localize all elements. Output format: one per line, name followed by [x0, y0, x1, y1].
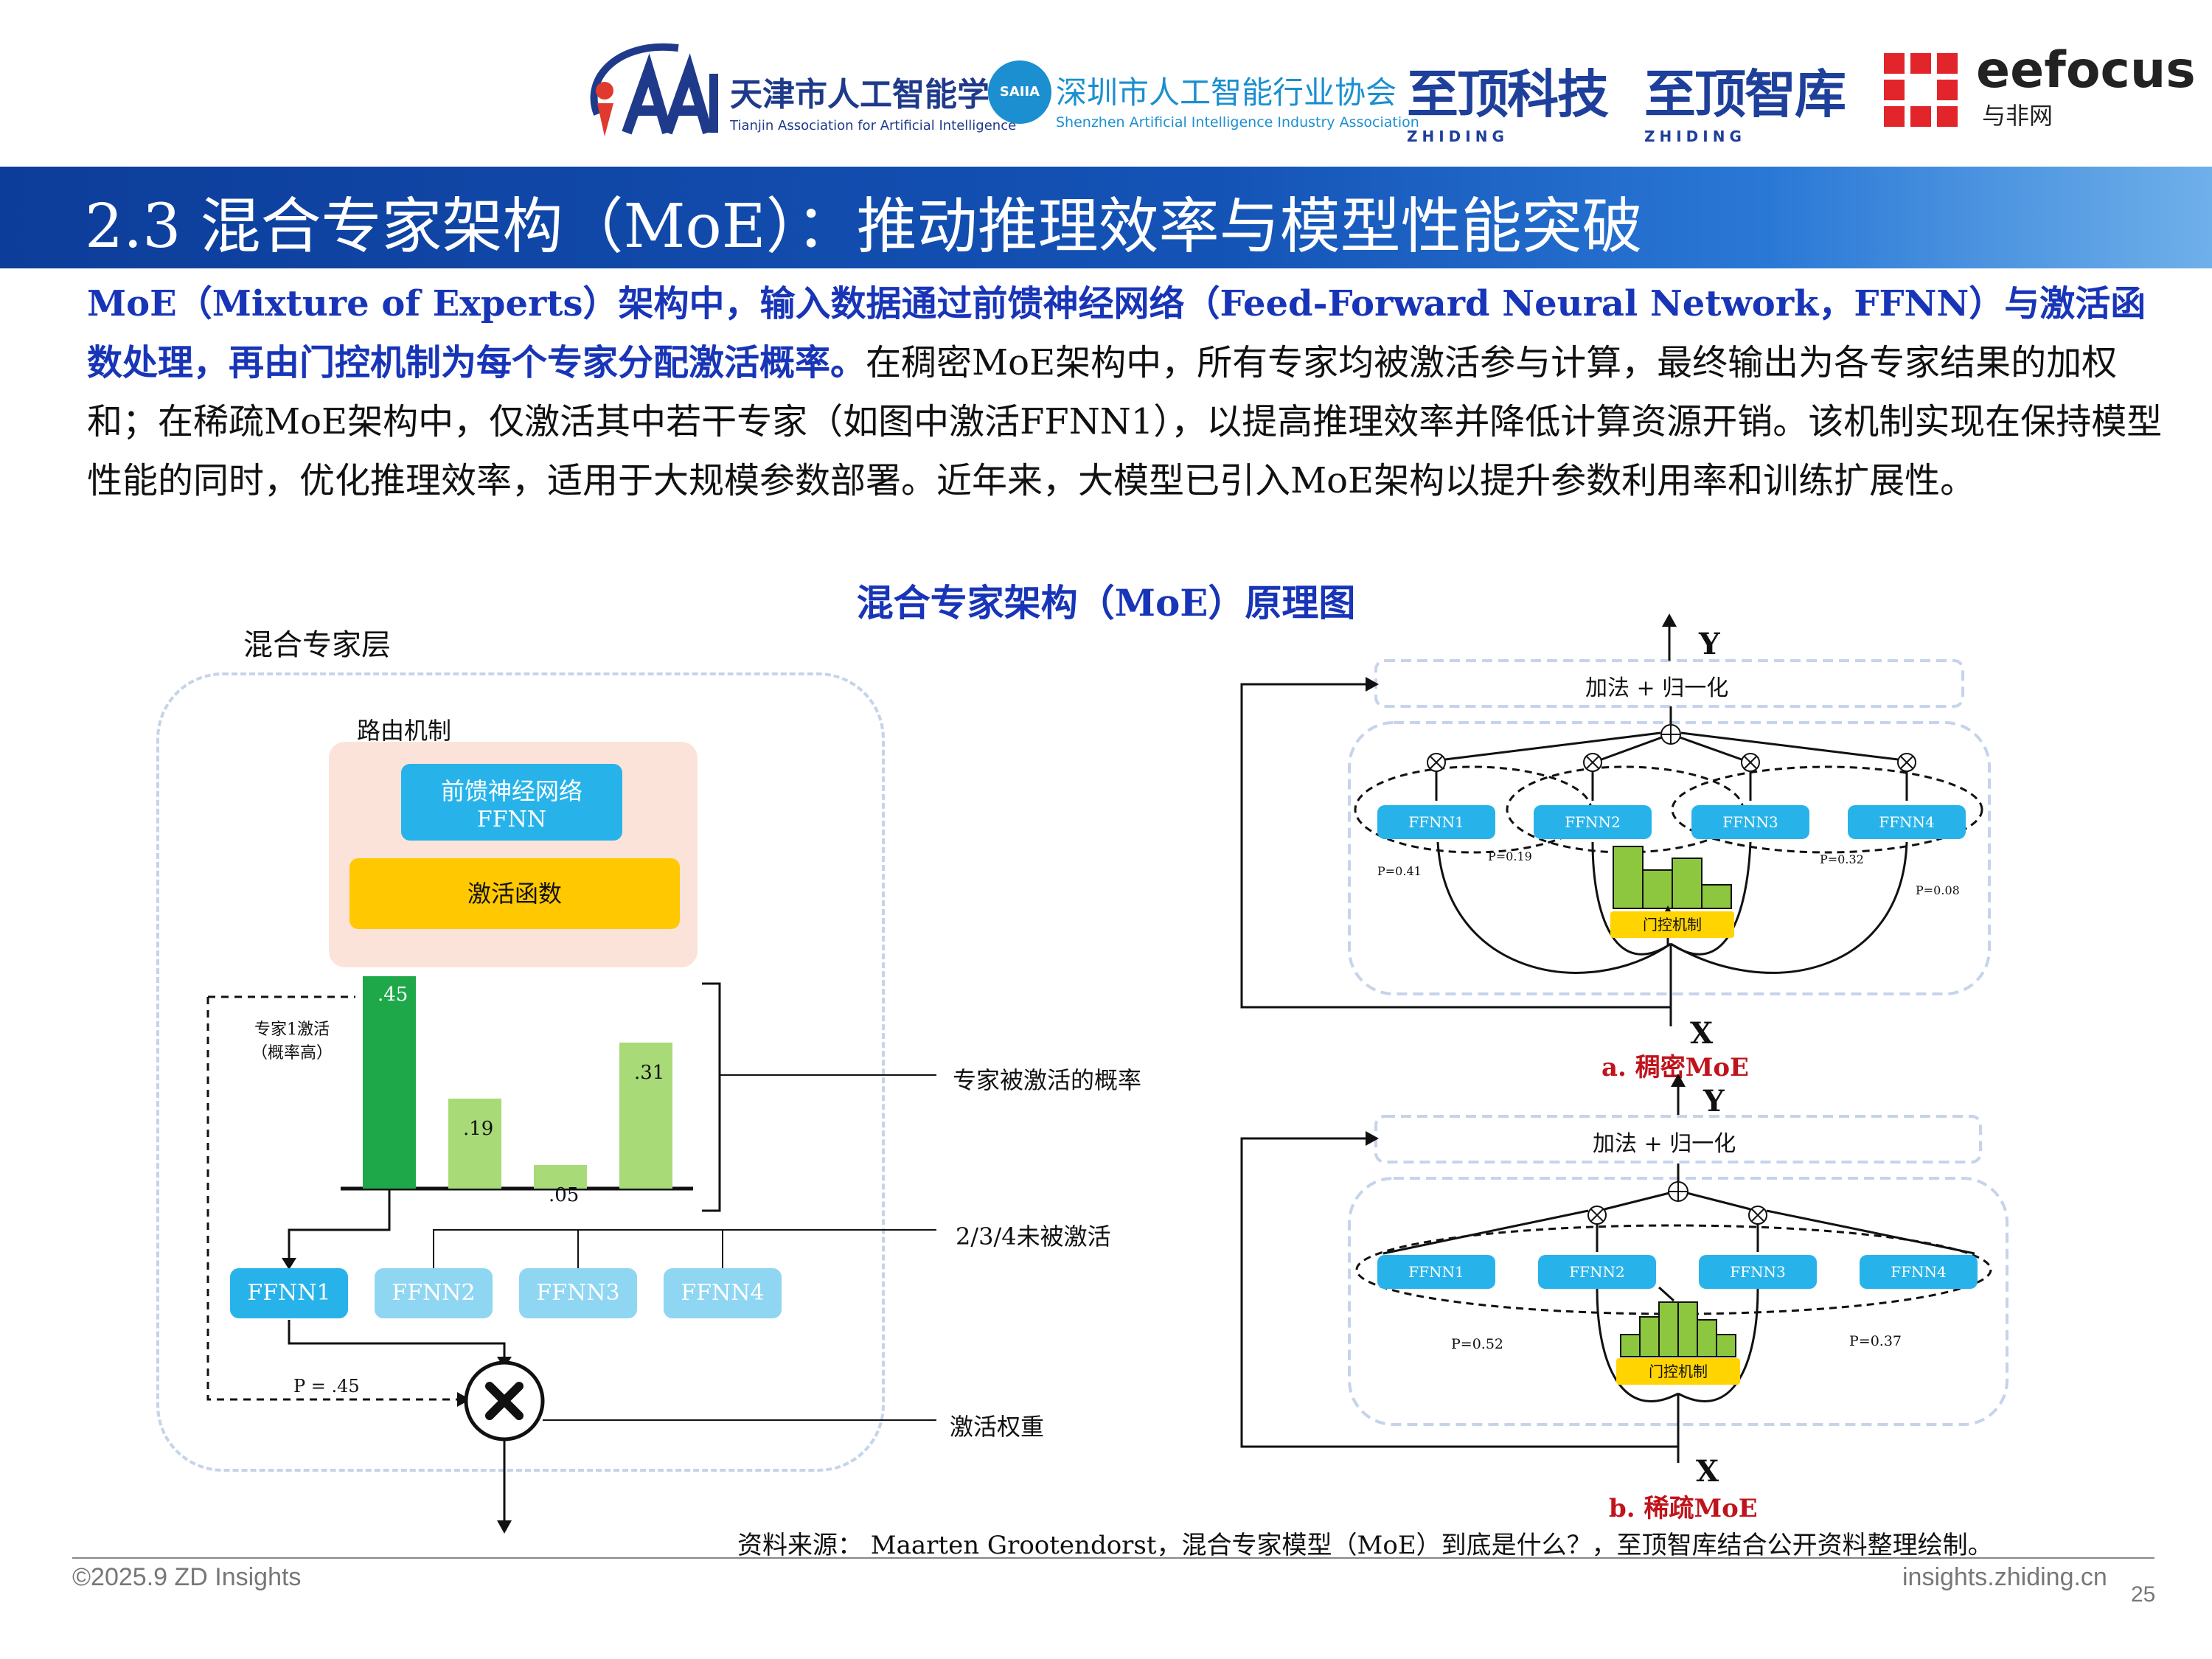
probability-bar-label-2: .19	[463, 1118, 494, 1141]
footer-divider	[72, 1557, 2154, 1559]
source-note: 资料来源： Maarten Grootendorst，混合专家模型（MoE）到底…	[737, 1531, 1993, 1560]
probability-bar-1	[363, 976, 416, 1189]
probability-bar-label-4: .31	[634, 1061, 665, 1084]
expert-ffnn3: FFNN3	[519, 1268, 637, 1318]
activation-block: 激活函数	[349, 858, 680, 929]
expert1-note: 专家1激活 （概率高）	[248, 1016, 336, 1063]
sparse-ffnn1: FFNN1	[1377, 1255, 1495, 1289]
dense-p1: P=0.41	[1377, 864, 1422, 878]
expert-ffnn2: FFNN2	[375, 1268, 493, 1318]
dense-ffnn1: FFNN1	[1377, 805, 1495, 839]
logo-bar: 天津市人工智能学会 Tianjin Association for Artifi…	[0, 0, 2212, 162]
probability-bar-2	[448, 1099, 501, 1189]
footer-site: insights.zhiding.cn	[1902, 1563, 2107, 1591]
expert-ffnn1: FFNN1	[230, 1268, 348, 1318]
taai-logo-icon	[590, 43, 718, 136]
sparse-ffnn3: FFNN3	[1699, 1255, 1817, 1289]
taai-name-cn: 天津市人工智能学会	[730, 76, 1022, 114]
taai-name-en: Tianjin Association for Artificial Intel…	[730, 118, 1017, 133]
dense-ffnn4: FFNN4	[1848, 805, 1966, 839]
sparse-add-norm: 加法 + 归一化	[1593, 1131, 1736, 1157]
dense-add-norm: 加法 + 归一化	[1585, 675, 1729, 701]
page-title: 2.3 混合专家架构（MoE）：推动推理效率与模型性能突破	[85, 192, 1643, 262]
dense-p2: P=0.19	[1488, 849, 1532, 863]
intro-highlight: MoE（Mixture of Experts）架构中，输入数据通过前馈神经网络（…	[87, 283, 2146, 383]
probability-bar-3	[534, 1165, 587, 1189]
eefocus-cn: 与非网	[1982, 102, 2053, 130]
annotation-prob: 专家被激活的概率	[953, 1066, 1142, 1094]
annotation-weight: 激活权重	[950, 1413, 1045, 1441]
sparse-y-label: Y	[1703, 1084, 1725, 1119]
zd-lib-sub: ZHIDING	[1644, 128, 1746, 145]
dense-gate: 门控机制	[1610, 911, 1734, 938]
sparse-ffnn2: FFNN2	[1538, 1255, 1656, 1289]
dense-x-label: X	[1690, 1016, 1714, 1051]
footer-copyright: ©2025.9 ZD Insights	[72, 1563, 302, 1591]
zd-lib-text: 至顶智库	[1644, 64, 1846, 125]
sparse-p2: P=0.37	[1849, 1333, 1902, 1349]
probability-bar-label-3: .05	[549, 1184, 580, 1206]
page-number: 25	[2131, 1582, 2156, 1607]
zd-lib-logo: 至顶智库 ZHIDING	[1644, 53, 1846, 145]
saiia-badge-icon: SAIIA	[988, 60, 1051, 124]
dense-caption: a. 稠密MoE	[1601, 1053, 1749, 1082]
expert1-note-line1: 专家1激活	[254, 1020, 330, 1039]
sparse-gate: 门控机制	[1616, 1358, 1740, 1385]
probability-bar-label-1: .45	[378, 984, 408, 1006]
dense-p3: P=0.32	[1820, 852, 1864, 866]
expert1-note-line2: （概率高）	[251, 1044, 333, 1062]
moe-layer-label: 混合专家层	[243, 628, 391, 662]
intro-paragraph: MoE（Mixture of Experts）架构中，输入数据通过前馈神经网络（…	[87, 274, 2174, 510]
annotation-inactive: 2/3/4未被激活	[956, 1222, 1111, 1251]
saiia-name-cn: 深圳市人工智能行业协会	[1056, 74, 1397, 111]
title-banner	[0, 167, 2212, 268]
ffnn-block: 前馈神经网络 FFNN	[401, 764, 622, 841]
intro-body: 在稠密MoE架构中，所有专家均被激活参与计算，最终输出为各专家结果的加权和；在稀…	[87, 342, 2163, 501]
expert-ffnn4: FFNN4	[664, 1268, 782, 1318]
router-label: 路由机制	[357, 717, 452, 745]
sparse-ffnn4: FFNN4	[1860, 1255, 1978, 1289]
zd-tech-logo: 至顶科技 ZHIDING	[1407, 53, 1609, 145]
saiia-name-en: Shenzhen Artificial Intelligence Industr…	[1056, 114, 1419, 131]
zd-tech-text: 至顶科技	[1407, 64, 1609, 125]
zd-tech-sub: ZHIDING	[1407, 128, 1509, 145]
probability-bar-4	[619, 1042, 672, 1189]
eefocus-grid-icon	[1884, 53, 1958, 127]
sparse-x-label: X	[1696, 1454, 1719, 1489]
ffnn-block-cn: 前馈神经网络	[440, 777, 582, 805]
sparse-caption: b. 稀疏MoE	[1609, 1494, 1758, 1523]
dense-ffnn2: FFNN2	[1534, 805, 1652, 839]
sparse-p1: P=0.52	[1451, 1336, 1504, 1352]
figure-title: 混合专家架构（MoE）原理图	[856, 581, 1356, 625]
moe-layer-frame	[156, 672, 885, 1472]
dense-ffnn3: FFNN3	[1691, 805, 1809, 839]
ffnn-block-en: FFNN	[476, 807, 547, 832]
p-weight-label: P = .45	[293, 1376, 360, 1397]
dense-y-label: Y	[1699, 627, 1720, 661]
eefocus-wordmark: eefocus	[1976, 41, 2196, 100]
dense-p4: P=0.08	[1916, 883, 1960, 897]
